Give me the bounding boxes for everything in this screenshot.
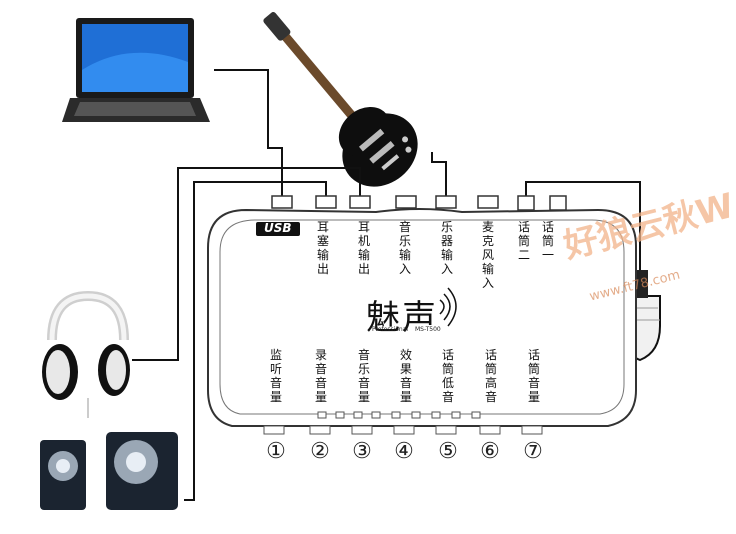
port-label-mic-1: 话筒一: [541, 220, 554, 262]
laptop-icon: [62, 18, 210, 122]
port-label-music-in: 音乐输入: [398, 220, 411, 276]
knob-number-3: ③: [352, 439, 372, 464]
port-label-headphone-out: 耳机输出: [357, 220, 370, 276]
brand-name: 魅声: [366, 298, 438, 338]
knob-label-music-volume: 音乐音量: [357, 348, 370, 404]
usb-label: USB: [264, 221, 292, 235]
knob-label-monitor-volume: 监听音量: [269, 348, 282, 404]
usb-icon: [256, 222, 300, 236]
signal-icon: [439, 287, 457, 327]
knob-number-1: ①: [266, 439, 286, 464]
knob-label-mic-treble: 话筒高音: [484, 348, 497, 404]
port-label-earbud-out: 耳塞输出: [316, 220, 329, 276]
headphones-icon: [42, 290, 130, 418]
device-body: [207, 208, 637, 427]
knob-number-4: ④: [394, 439, 414, 464]
bottom-knob-slots: [263, 411, 543, 435]
port-label-mic-in: 麦克风输入: [481, 220, 494, 290]
cables: [132, 69, 641, 501]
knob-number-2: ②: [310, 439, 330, 464]
knob-label-record-volume: 录音音量: [314, 348, 327, 404]
knob-label-mic-bass: 话筒低音: [441, 348, 454, 404]
top-ports: [271, 195, 567, 211]
knob-number-6: ⑥: [480, 439, 500, 464]
guitar-icon: [263, 12, 418, 187]
knob-label-mic-volume: 话筒音量: [527, 348, 540, 404]
knob-number-7: ⑦: [523, 439, 543, 464]
port-label-instrument-in: 乐器输入: [440, 220, 453, 276]
port-label-mic-2: 话筒二: [517, 220, 530, 262]
knob-label-effect-volume: 效果音量: [399, 348, 412, 404]
speakers-icon: [40, 432, 178, 510]
knob-number-5: ⑤: [438, 439, 458, 464]
brand-sub: Professional: [372, 326, 409, 333]
brand-model: MS-T500: [415, 326, 441, 333]
